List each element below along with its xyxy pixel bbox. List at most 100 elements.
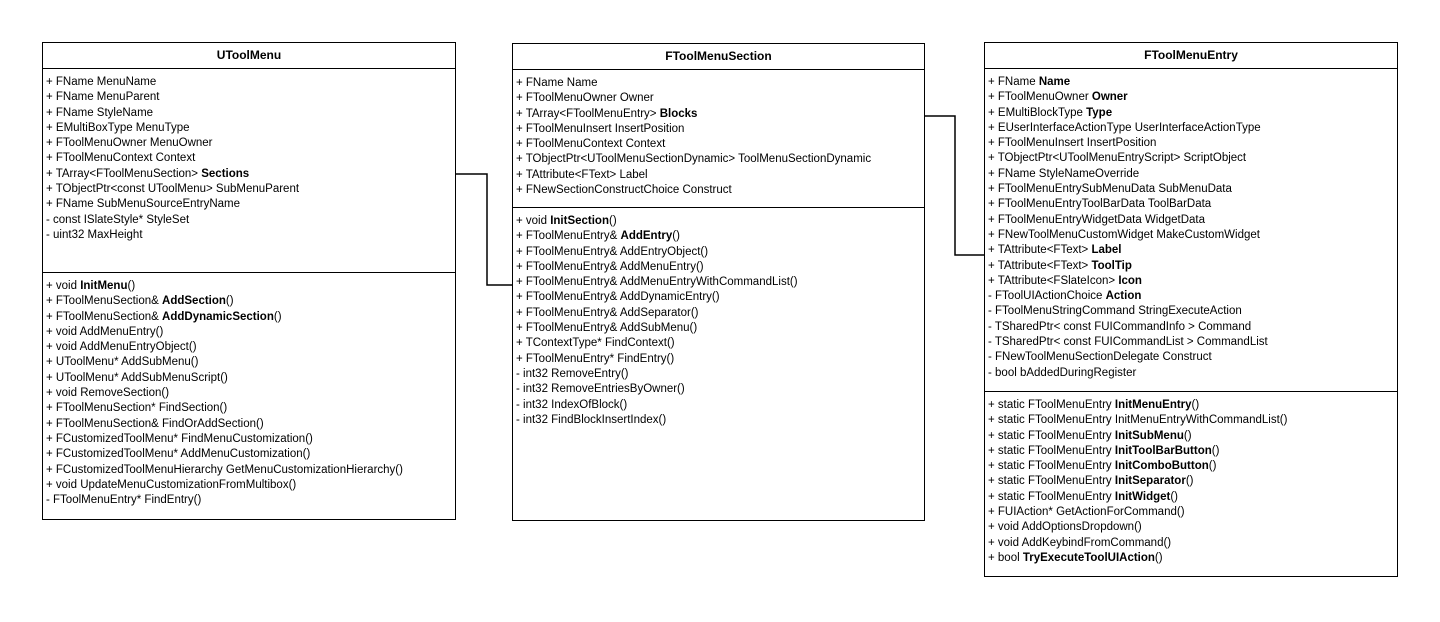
- method-row: - int32 RemoveEntry(): [516, 367, 924, 382]
- member-text: (): [1208, 460, 1217, 473]
- member-text: + TAttribute<FText>: [988, 244, 1092, 257]
- attributes-section: + FName Name+ FToolMenuOwner Owner+ EMul…: [985, 69, 1397, 392]
- member-text: (): [672, 230, 680, 243]
- attribute-row: + FName StyleNameOverride: [988, 167, 1397, 182]
- attribute-row: + FToolMenuOwner MenuOwner: [46, 136, 455, 151]
- member-text: + FToolMenuOwner: [988, 91, 1092, 104]
- method-row: + FToolMenuEntry& AddSeparator(): [516, 306, 924, 321]
- class-ftoolmenusection[interactable]: FToolMenuSection + FName Name+ FToolMenu…: [512, 43, 925, 521]
- attribute-row: + FToolMenuInsert InsertPosition: [988, 136, 1397, 151]
- member-text: (): [1211, 444, 1220, 457]
- attribute-row: + TArray<FToolMenuSection> Sections: [46, 167, 455, 182]
- member-text: + void: [516, 215, 551, 227]
- attribute-row: - FNewToolMenuSectionDelegate Construct: [988, 350, 1397, 365]
- member-name: Blocks: [659, 107, 698, 120]
- member-text: + FCustomizedToolMenu* FindMenuCustomiza…: [46, 432, 313, 445]
- method-row: + static FToolMenuEntry InitComboButton(…: [988, 459, 1397, 474]
- class-title: FToolMenuEntry: [985, 43, 1397, 69]
- methods-section: + static FToolMenuEntry InitMenuEntry()+…: [985, 392, 1397, 566]
- class-utoolmenu[interactable]: UToolMenu + FName MenuName+ FName MenuPa…: [42, 42, 456, 520]
- attribute-row: + FName StyleName: [46, 106, 455, 121]
- member-text: + static FToolMenuEntry: [988, 399, 1115, 411]
- method-row: + void InitMenu(): [46, 279, 455, 294]
- member-text: + static FToolMenuEntry: [988, 490, 1115, 503]
- attribute-row: + FToolMenuInsert InsertPosition: [516, 122, 924, 137]
- member-text: + FName StyleName: [46, 106, 154, 119]
- attribute-row: + FNewSectionConstructChoice Construct: [516, 183, 924, 198]
- attribute-row: - const ISlateStyle* StyleSet: [46, 213, 455, 228]
- member-text: + FToolMenuEntryWidgetData WidgetData: [988, 213, 1206, 226]
- member-text: - FToolMenuStringCommand StringExecuteAc…: [988, 305, 1242, 318]
- member-text: + FToolMenuEntry& AddMenuEntryWithComman…: [516, 276, 798, 289]
- method-row: + FToolMenuSection& AddSection(): [46, 294, 455, 309]
- member-text: - TSharedPtr< const FUICommandInfo > Com…: [988, 320, 1252, 333]
- method-row: + FToolMenuSection& FindOrAddSection(): [46, 417, 455, 432]
- method-row: + static FToolMenuEntry InitSeparator(): [988, 474, 1397, 489]
- method-row: - int32 FindBlockInsertIndex(): [516, 413, 924, 428]
- member-text: - int32 IndexOfBlock(): [516, 398, 628, 411]
- member-name: AddEntry: [620, 230, 673, 243]
- member-text: + FToolMenuEntry* FindEntry(): [516, 352, 675, 365]
- method-row: + FCustomizedToolMenuHierarchy GetMenuCu…: [46, 463, 455, 478]
- attribute-row: + TObjectPtr<UToolMenuSectionDynamic> To…: [516, 152, 924, 167]
- member-text: + FToolMenuEntry&: [516, 230, 621, 243]
- member-text: + FToolMenuEntry& AddMenuEntry(): [516, 260, 704, 273]
- member-name: Action: [1105, 290, 1142, 303]
- attribute-row: + TArray<FToolMenuEntry> Blocks: [516, 107, 924, 122]
- member-text: (): [1154, 551, 1163, 564]
- attribute-row: + FToolMenuEntryWidgetData WidgetData: [988, 213, 1397, 228]
- attribute-row: + TAttribute<FText> Label: [988, 243, 1397, 258]
- method-row: + void AddKeybindFromCommand(): [988, 536, 1397, 551]
- member-text: (): [608, 215, 617, 227]
- method-row: + FToolMenuEntry& AddMenuEntryWithComman…: [516, 275, 924, 290]
- attribute-row: + TAttribute<FSlateIcon> Icon: [988, 274, 1397, 289]
- member-text: + FToolMenuEntry& AddEntryObject(): [516, 245, 709, 258]
- method-row: + bool TryExecuteToolUIAction(): [988, 551, 1397, 566]
- class-title: FToolMenuSection: [513, 44, 924, 70]
- member-text: + FToolMenuSection& FindOrAddSection(): [46, 417, 264, 430]
- member-text: + static FToolMenuEntry: [988, 444, 1115, 457]
- attribute-row: - uint32 MaxHeight: [46, 228, 455, 243]
- member-name: Icon: [1118, 274, 1142, 287]
- member-text: (): [1191, 399, 1200, 411]
- method-row: + FToolMenuEntry& AddEntryObject(): [516, 245, 924, 260]
- attribute-row: + FToolMenuContext Context: [46, 151, 455, 166]
- member-text: + TObjectPtr<UToolMenuEntryScript> Scrip…: [988, 152, 1247, 165]
- methods-section: + void InitSection()+ FToolMenuEntry& Ad…: [513, 208, 924, 428]
- member-text: + FToolMenuEntrySubMenuData SubMenuData: [988, 183, 1232, 196]
- member-text: + static FToolMenuEntry: [988, 475, 1115, 488]
- member-text: + EMultiBlockType: [988, 106, 1087, 119]
- method-row: - int32 IndexOfBlock(): [516, 398, 924, 413]
- method-row: + UToolMenu* AddSubMenu(): [46, 355, 455, 370]
- method-row: + void AddMenuEntryObject(): [46, 340, 455, 355]
- member-text: + FName MenuParent: [46, 91, 160, 104]
- member-text: - int32 RemoveEntry(): [516, 367, 629, 380]
- member-text: (): [273, 310, 282, 323]
- member-text: + static FToolMenuEntry InitMenuEntryWit…: [988, 414, 1288, 427]
- member-text: + FToolMenuSection&: [46, 310, 163, 323]
- member-text: + TContextType* FindContext(): [516, 337, 675, 350]
- member-text: (): [127, 280, 136, 292]
- member-text: (): [1183, 429, 1192, 442]
- member-text: - int32 RemoveEntriesByOwner(): [516, 383, 685, 396]
- member-text: - FToolMenuEntry* FindEntry(): [46, 494, 202, 507]
- attribute-row: + FName MenuName: [46, 75, 455, 90]
- attribute-row: + FToolMenuOwner Owner: [988, 90, 1397, 105]
- attribute-row: + TAttribute<FText> Label: [516, 168, 924, 183]
- method-row: - FToolMenuEntry* FindEntry(): [46, 493, 455, 508]
- member-name: InitSeparator: [1114, 475, 1186, 488]
- member-name: AddDynamicSection: [162, 310, 274, 323]
- member-text: - FNewToolMenuSectionDelegate Construct: [988, 351, 1212, 364]
- member-text: + void AddMenuEntry(): [46, 325, 164, 338]
- attributes-section: + FName MenuName+ FName MenuParent + FNam…: [43, 69, 455, 273]
- member-text: + static FToolMenuEntry: [988, 429, 1115, 442]
- member-text: + bool: [988, 551, 1023, 564]
- member-text: + FNewSectionConstructChoice Construct: [516, 184, 732, 197]
- member-text: + void RemoveSection(): [46, 387, 170, 400]
- class-ftoolmenuentry[interactable]: FToolMenuEntry + FName Name+ FToolMenuOw…: [984, 42, 1398, 577]
- member-text: + FToolMenuInsert InsertPosition: [988, 137, 1157, 150]
- member-name: InitSubMenu: [1114, 429, 1184, 442]
- attribute-row: + FName SubMenuSourceEntryName: [46, 197, 455, 212]
- member-text: + void AddKeybindFromCommand(): [988, 536, 1172, 549]
- member-name: InitWidget: [1114, 490, 1171, 503]
